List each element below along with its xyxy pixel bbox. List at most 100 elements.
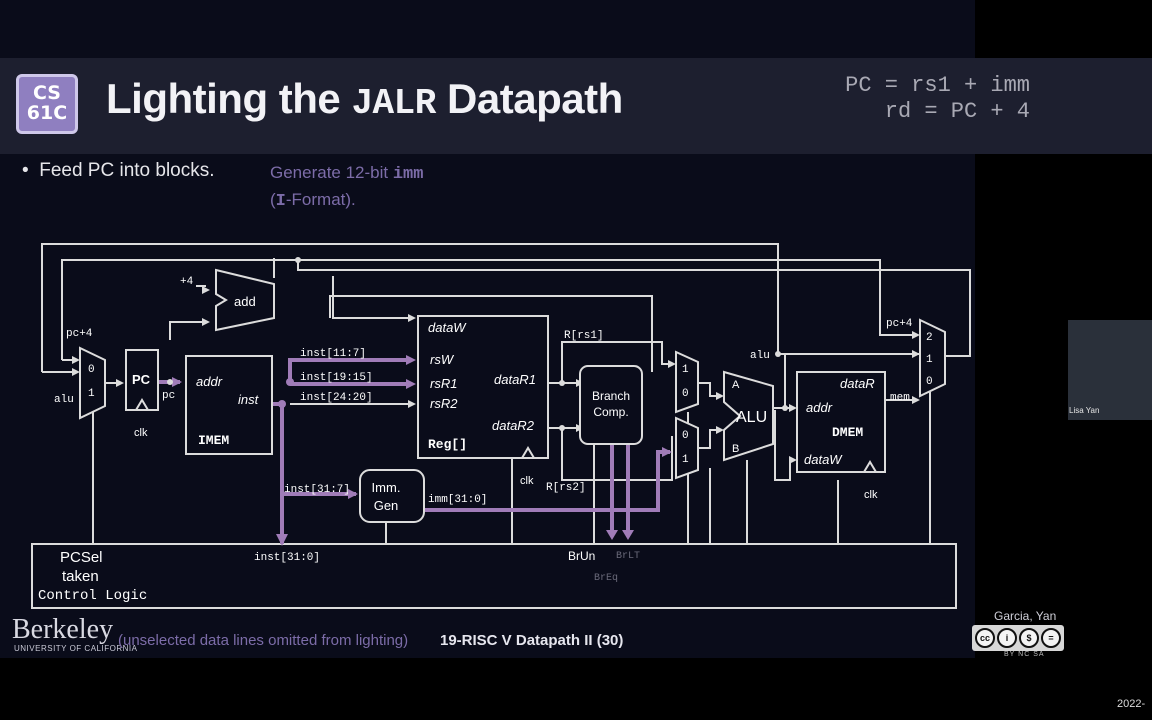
junction-4 [559, 425, 565, 431]
omitted-note: (unselected data lines omitted from ligh… [118, 632, 409, 649]
wire-dataW-upper [332, 276, 414, 319]
inst-31-7-label: inst[31:7] [284, 484, 350, 496]
inst-11-7-label: inst[11:7] [300, 348, 366, 360]
note-line-2: (I-Format). [270, 190, 356, 211]
inst-24-20-label: inst[24:20] [300, 392, 373, 404]
webcam-thumbnail[interactable] [1068, 320, 1152, 420]
inst-31-0-label: inst[31:0] [254, 552, 320, 564]
lit-arrow-4 [348, 489, 358, 499]
imm-gen [359, 469, 425, 523]
a-mux-1: 1 [682, 364, 689, 376]
title-part-1: Lighting the [106, 75, 352, 122]
dmem-clk-triangle [863, 460, 877, 473]
authors-label: Garcia, Yan [994, 609, 1057, 623]
arrow-2 [72, 356, 80, 364]
reg-rsR1: rsR1 [430, 376, 457, 391]
arrow-9 [789, 404, 797, 412]
pc-register [125, 349, 159, 411]
lit-arrow-2 [406, 355, 416, 365]
register-file [417, 315, 549, 459]
reg-label: Reg[] [428, 437, 467, 452]
arrow-15 [202, 286, 210, 294]
lit-junction-1 [286, 378, 294, 386]
sa-icon: = [1041, 628, 1061, 648]
arrow-5 [408, 400, 416, 408]
arrowheads [72, 286, 920, 464]
control-logic-box [31, 543, 957, 609]
arrow-1 [72, 368, 80, 376]
dmem-dataR: dataR [840, 376, 875, 391]
title-code: JALR [351, 83, 436, 124]
wb-mux-2: 2 [926, 332, 933, 344]
junction-1 [295, 257, 301, 263]
brun-label: BrUn [568, 549, 595, 563]
pc4-label-left: pc+4 [66, 328, 93, 340]
inst-19-15-label: inst[19:15] [300, 372, 373, 384]
imem-addr: addr [196, 374, 223, 389]
alu-b: B [732, 443, 739, 455]
dmem-block [796, 371, 886, 473]
arrow-14 [202, 318, 210, 326]
note-text-2: -Format). [285, 190, 356, 209]
reg-dataR2: dataR2 [492, 418, 535, 433]
title-part-2: Datapath [435, 75, 623, 122]
arrow-8 [668, 360, 676, 368]
wire-alu-loop [41, 243, 779, 372]
wire-loop-2 [297, 262, 971, 357]
r-rs1-label: R[rs1] [564, 330, 604, 342]
arrow-3 [116, 379, 124, 387]
imm-note: Generate 12-bit imm (I-Format). [270, 160, 423, 214]
reg-dataW: dataW [428, 320, 467, 335]
dmem-dataW: dataW [804, 452, 843, 467]
junction-3 [559, 380, 565, 386]
lecture-label: 19-RISC V Datapath II (30) [440, 632, 624, 649]
mem-label: mem [890, 392, 910, 404]
note-line-1: Generate 12-bit imm [270, 160, 423, 187]
cs61c-logo: CS 61C [16, 74, 78, 134]
alu-a: A [732, 379, 740, 391]
lit-arrow-8 [276, 534, 288, 546]
alu-unit [723, 370, 774, 462]
taken-label: taken [62, 568, 99, 585]
pc-mux-0: 0 [88, 364, 95, 376]
lit-arrow-5 [662, 447, 672, 457]
lit-arrow-7 [622, 530, 634, 540]
b-mux [675, 416, 699, 480]
lit-arrow-3 [406, 379, 416, 389]
webcam-name: Lisa Yan [1069, 406, 1100, 415]
pcsel-label: PCSel [60, 549, 103, 566]
pc-clk-label: clk [134, 427, 148, 439]
plus4-label: +4 [180, 276, 194, 288]
pc-mux [79, 346, 106, 420]
bullet-point: • Feed PC into blocks. [22, 160, 215, 181]
alu-label: ALU [736, 409, 767, 426]
wire-pc-add [169, 321, 208, 340]
reg-clk-label: clk [520, 475, 534, 487]
wb-mux-1: 1 [926, 354, 933, 366]
imem-block [185, 355, 273, 455]
alu-junction [775, 351, 781, 357]
pc-clk-triangle [135, 398, 149, 411]
note-code-2: I [275, 192, 286, 211]
alu-wire-label: alu [750, 350, 770, 362]
junction-2 [167, 379, 173, 385]
wire-pc4-loop [61, 259, 918, 360]
branch-comparator [579, 365, 643, 445]
junctions [167, 257, 788, 431]
date-label: 2022- [1117, 698, 1146, 710]
imm-gen-label-1: Imm. [372, 480, 401, 495]
wb-mux [919, 318, 946, 398]
arrow-10 [789, 456, 797, 464]
note-text-1: Generate 12-bit [270, 163, 393, 182]
cc-license-badge: cc i $ = [972, 625, 1064, 651]
dmem-addr: addr [806, 400, 833, 415]
dmem-label: DMEM [832, 425, 863, 440]
imm-gen-label-2: Gen [374, 498, 399, 513]
junction-5 [782, 405, 788, 411]
wb-mux-0: 0 [926, 376, 933, 388]
reg-clk-triangle [521, 446, 535, 459]
imem-inst: inst [238, 392, 260, 407]
reg-dataR1: dataR1 [494, 372, 536, 387]
r-rs2-label: R[rs2] [546, 482, 586, 494]
pc-label: PC [132, 372, 151, 387]
